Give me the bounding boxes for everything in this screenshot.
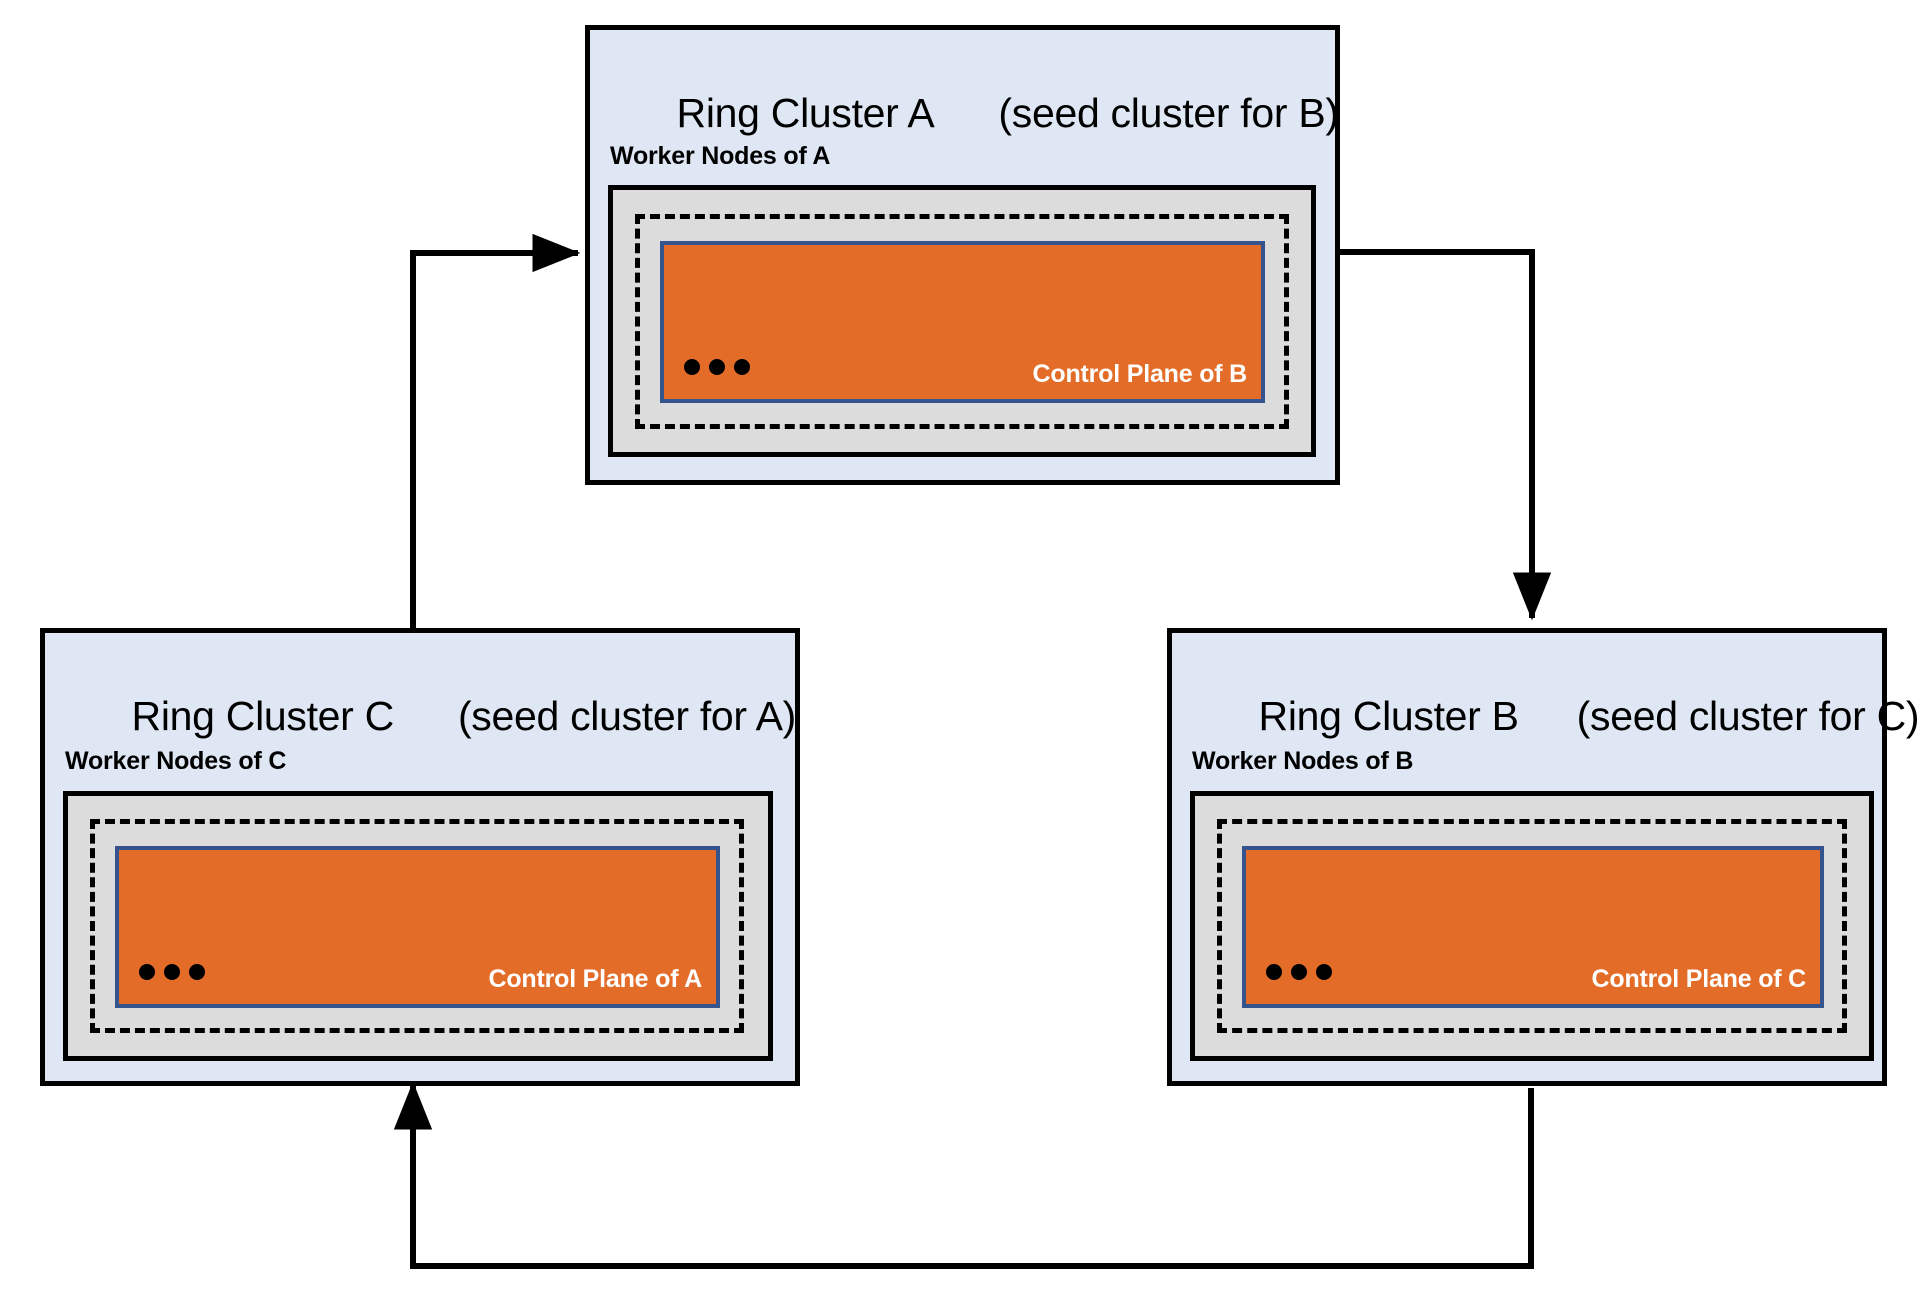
- cluster-a-ellipsis: [684, 359, 750, 375]
- cluster-c-title-text: Ring Cluster C: [131, 693, 395, 739]
- cluster-b-worker-label: Worker Nodes of B: [1192, 747, 1414, 775]
- cluster-a-control-plane-label: Control Plane of B: [1032, 360, 1248, 388]
- cluster-c-control-plane[interactable]: Control Plane of A: [115, 846, 720, 1008]
- cluster-b-control-plane[interactable]: Control Plane of C: [1242, 846, 1824, 1008]
- ellipsis-dot: [164, 964, 180, 980]
- cluster-a[interactable]: Ring Cluster A (seed cluster for B) Worke…: [585, 25, 1340, 485]
- cluster-c-dashed-boundary: [90, 819, 744, 1033]
- cluster-c-worker-box[interactable]: Control Plane of A: [63, 791, 773, 1061]
- arrow-c-to-a: [410, 233, 581, 628]
- ellipsis-dot: [1291, 964, 1307, 980]
- cluster-a-control-plane[interactable]: Control Plane of B: [660, 241, 1265, 403]
- cluster-a-worker-box[interactable]: Control Plane of B: [608, 185, 1316, 457]
- ellipsis-dot: [734, 359, 750, 375]
- cluster-a-title: Ring Cluster A (seed cluster for B): [610, 52, 1340, 175]
- arrow-b-to-c: [393, 1081, 1534, 1269]
- cluster-b-title-text: Ring Cluster B: [1258, 693, 1519, 739]
- cluster-c-ellipsis: [139, 964, 205, 980]
- ellipsis-dot: [189, 964, 205, 980]
- cluster-b-title: Ring Cluster B (seed cluster for C): [1192, 655, 1920, 778]
- ellipsis-dot: [1266, 964, 1282, 980]
- cluster-c-control-plane-label: Control Plane of A: [488, 965, 702, 993]
- cluster-c-title: Ring Cluster C (seed cluster for A): [65, 655, 797, 778]
- cluster-a-worker-label: Worker Nodes of A: [610, 142, 831, 170]
- ellipsis-dot: [684, 359, 700, 375]
- cluster-b-dashed-boundary: [1217, 819, 1847, 1033]
- cluster-b-worker-box[interactable]: Control Plane of C: [1190, 791, 1874, 1061]
- cluster-a-seed-note: (seed cluster for B): [998, 90, 1339, 136]
- cluster-a-dashed-boundary: [635, 214, 1289, 429]
- cluster-b-control-plane-label: Control Plane of C: [1591, 965, 1807, 993]
- cluster-b[interactable]: Ring Cluster B (seed cluster for C) Worke…: [1167, 628, 1920, 1086]
- cluster-c[interactable]: Ring Cluster C (seed cluster for A) Worke…: [40, 628, 800, 1086]
- arrow-a-to-b: [1338, 249, 1552, 621]
- cluster-a-title-text: Ring Cluster A: [676, 90, 935, 136]
- ellipsis-dot: [1316, 964, 1332, 980]
- cluster-b-ellipsis: [1266, 964, 1332, 980]
- cluster-c-seed-note: (seed cluster for A): [457, 693, 797, 739]
- ellipsis-dot: [709, 359, 725, 375]
- cluster-b-seed-note: (seed cluster for C): [1576, 693, 1920, 739]
- ellipsis-dot: [139, 964, 155, 980]
- cluster-c-worker-label: Worker Nodes of C: [65, 747, 287, 775]
